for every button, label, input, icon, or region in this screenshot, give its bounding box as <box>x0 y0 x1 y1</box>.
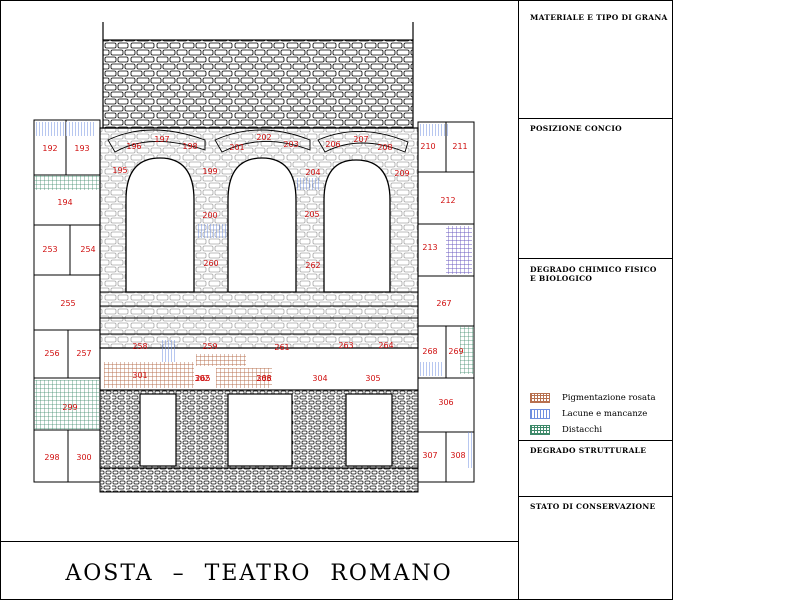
legend-item-lacune: Lacune e mancanze <box>530 408 647 420</box>
arch-openings <box>125 157 391 293</box>
block-label-254: 254 <box>80 245 95 254</box>
block-label-306: 306 <box>438 398 453 407</box>
decay-overlays <box>34 122 474 468</box>
legend-label-distacchi: Distacchi <box>562 425 603 435</box>
block-label-264: 264 <box>378 341 393 350</box>
drawing-title: AOSTA – TEATRO ROMANO <box>65 561 453 586</box>
panel-material-title: MATERIALE E TIPO DI GRANA <box>530 13 668 22</box>
block-label-255: 255 <box>60 299 75 308</box>
block-label-201: 201 <box>229 143 244 152</box>
block-label-211: 211 <box>452 142 467 151</box>
block-label-258: 258 <box>132 342 147 351</box>
block-label-195: 195 <box>112 166 127 175</box>
block-label-298: 298 <box>44 453 59 462</box>
block-label-197: 197 <box>154 135 169 144</box>
legend-label-rosata: Pigmentazione rosata <box>562 393 656 403</box>
block-label-257: 257 <box>76 349 91 358</box>
block-label-299: 299 <box>62 403 77 412</box>
block-label-192: 192 <box>42 144 57 153</box>
block-label-269: 269 <box>448 347 463 356</box>
block-label-259: 259 <box>202 342 217 351</box>
block-label-205: 205 <box>304 210 319 219</box>
block-label-262: 262 <box>305 261 320 270</box>
block-label-203: 203 <box>283 140 298 149</box>
block-label-267: 267 <box>436 299 451 308</box>
block-label-256: 256 <box>44 349 59 358</box>
block-label-194: 194 <box>57 198 72 207</box>
legend-swatch-rosata <box>530 393 550 403</box>
block-label-260: 260 <box>203 259 218 268</box>
block-number-labels: 192 193 194 195 196 197 198 199 200 201 202 203 204 2… <box>42 133 467 462</box>
block-label-213: 213 <box>422 243 437 252</box>
block-label-308: 308 <box>450 451 465 460</box>
block-label-265: 265 <box>195 374 210 383</box>
block-label-212: 212 <box>440 196 455 205</box>
block-label-261: 261 <box>274 343 289 352</box>
legend-swatch-lacune <box>530 409 550 419</box>
block-label-209: 209 <box>394 169 409 178</box>
panel-chem-decay-title: DEGRADO CHIMICO FISICO E BIOLOGICO <box>530 265 657 283</box>
legend-item-rosata: Pigmentazione rosata <box>530 392 656 404</box>
block-label-193: 193 <box>74 144 89 153</box>
block-label-303: 303 <box>256 374 271 383</box>
block-label-307: 307 <box>422 451 437 460</box>
block-label-263: 263 <box>338 341 353 350</box>
block-label-304: 304 <box>312 374 327 383</box>
legend-swatch-distacchi <box>530 425 550 435</box>
block-label-268: 268 <box>422 347 437 356</box>
panel-structural-decay-title: DEGRADO STRUTTURALE <box>530 446 647 455</box>
legend-item-distacchi: Distacchi <box>530 424 602 436</box>
block-label-305: 305 <box>365 374 380 383</box>
block-label-253: 253 <box>42 245 57 254</box>
block-label-266: 266 <box>256 374 271 383</box>
block-label-199: 199 <box>202 167 217 176</box>
panel-position-title: POSIZIONE CONCIO <box>530 124 622 133</box>
block-label-202: 202 <box>256 133 271 142</box>
panel-conservation-title: STATO DI CONSERVAZIONE <box>530 502 656 511</box>
legend-label-lacune: Lacune e mancanze <box>562 409 648 419</box>
block-label-302: 302 <box>194 374 209 383</box>
block-label-198: 198 <box>182 142 197 151</box>
upper-masonry <box>102 22 414 129</box>
block-label-200: 200 <box>202 211 217 220</box>
block-label-196: 196 <box>126 142 141 151</box>
block-label-206: 206 <box>325 140 340 149</box>
block-label-300: 300 <box>76 453 91 462</box>
block-label-301: 301 <box>132 371 147 380</box>
block-label-207: 207 <box>353 135 368 144</box>
block-label-208: 208 <box>377 143 392 152</box>
block-label-204: 204 <box>305 168 320 177</box>
block-label-210: 210 <box>420 142 435 151</box>
